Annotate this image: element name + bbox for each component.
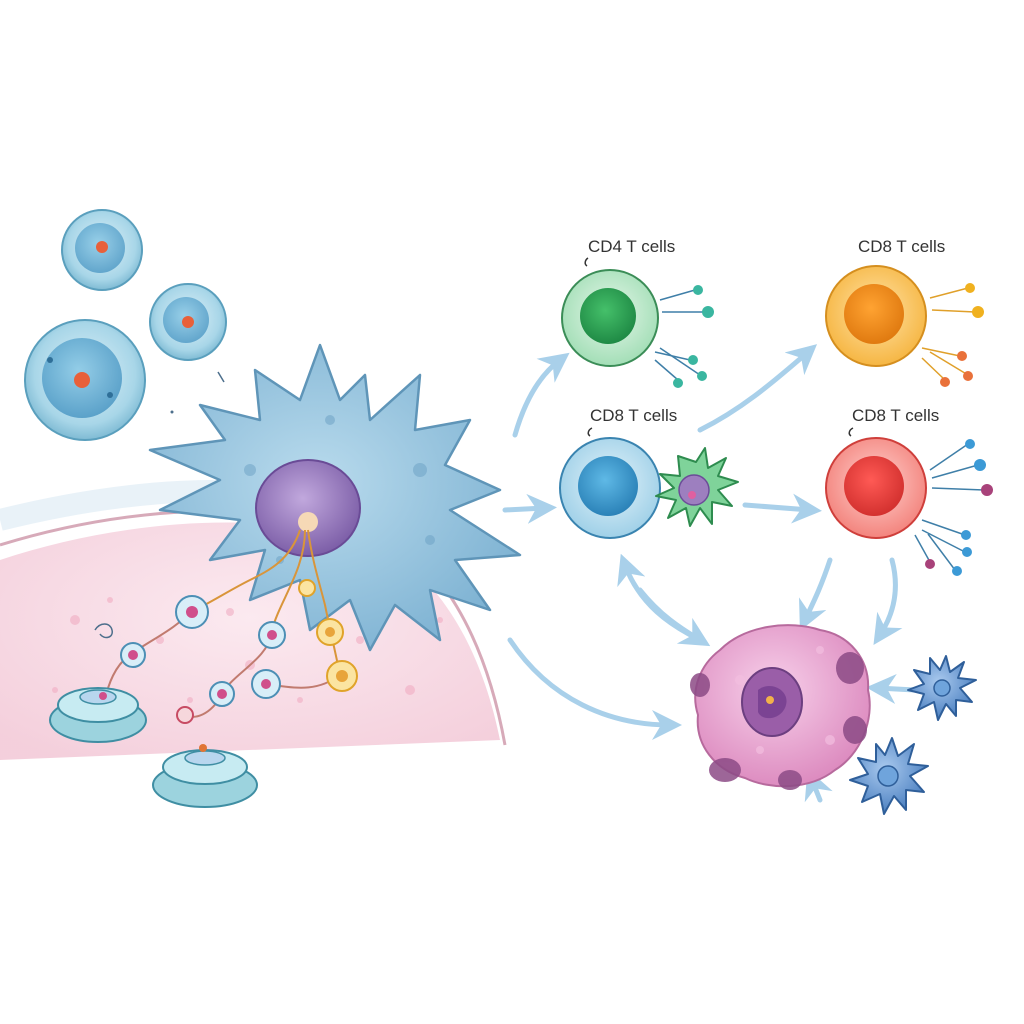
arrow-target-to-cd8 — [617, 553, 703, 643]
receptor-disc — [49, 687, 147, 743]
antigen-bead — [298, 579, 316, 597]
antigen-node — [251, 669, 281, 699]
arrow-to-cd4 — [512, 352, 570, 438]
antigen-chain — [104, 529, 358, 724]
dendritic-nucleus — [255, 459, 361, 557]
receptor-disc — [152, 744, 258, 808]
small-squiggle — [94, 623, 113, 639]
antigen-node — [175, 595, 209, 629]
arrow-to-target-cell — [507, 637, 682, 740]
antigen-node — [120, 642, 146, 668]
virus-particle — [907, 655, 977, 721]
arrow-bottom-to-target — [804, 768, 833, 803]
cd8-t-cell-red — [825, 437, 993, 576]
arrow-red-to-target-2 — [873, 557, 903, 646]
floating-cell-top — [61, 209, 143, 291]
floating-cell-middle — [149, 283, 227, 361]
label-tick — [848, 427, 854, 437]
arrow-to-cd8-top-right — [697, 344, 818, 433]
dendritic-cell — [148, 343, 522, 652]
antigen-bead — [176, 706, 194, 724]
cd8-t-cell-blue — [559, 437, 661, 539]
target-cell — [690, 624, 871, 790]
arrow-cd8-to-target — [637, 587, 711, 647]
cd4-t-cell — [561, 269, 714, 388]
antigen-node — [209, 681, 235, 707]
label-cd4-t-cells: CD4 T cells — [588, 237, 675, 256]
arrow-red-to-target — [799, 557, 833, 631]
small-mark — [170, 410, 174, 414]
virus-particle — [849, 737, 929, 815]
antigen-node-yellow — [316, 618, 344, 646]
small-mark — [217, 371, 225, 383]
cd8-t-cell-orange — [825, 265, 984, 387]
arrow-to-cd8-middle-right — [742, 493, 822, 524]
label-cd8-t-cells-top-right: CD8 T cells — [858, 237, 945, 256]
cd4-receptors — [654, 289, 705, 381]
arrow-to-cd8-middle — [502, 493, 557, 524]
label-cd8-t-cells-middle: CD8 T cells — [590, 406, 677, 425]
antigen-node — [258, 621, 286, 649]
floating-cell-large — [24, 319, 146, 441]
green-infected-cell — [655, 447, 739, 527]
label-tick — [584, 257, 589, 267]
antigen-node-yellow — [326, 660, 358, 692]
arrows — [502, 344, 918, 803]
label-cd8-t-cells-middle-right: CD8 T cells — [852, 406, 939, 425]
label-tick — [587, 427, 593, 437]
